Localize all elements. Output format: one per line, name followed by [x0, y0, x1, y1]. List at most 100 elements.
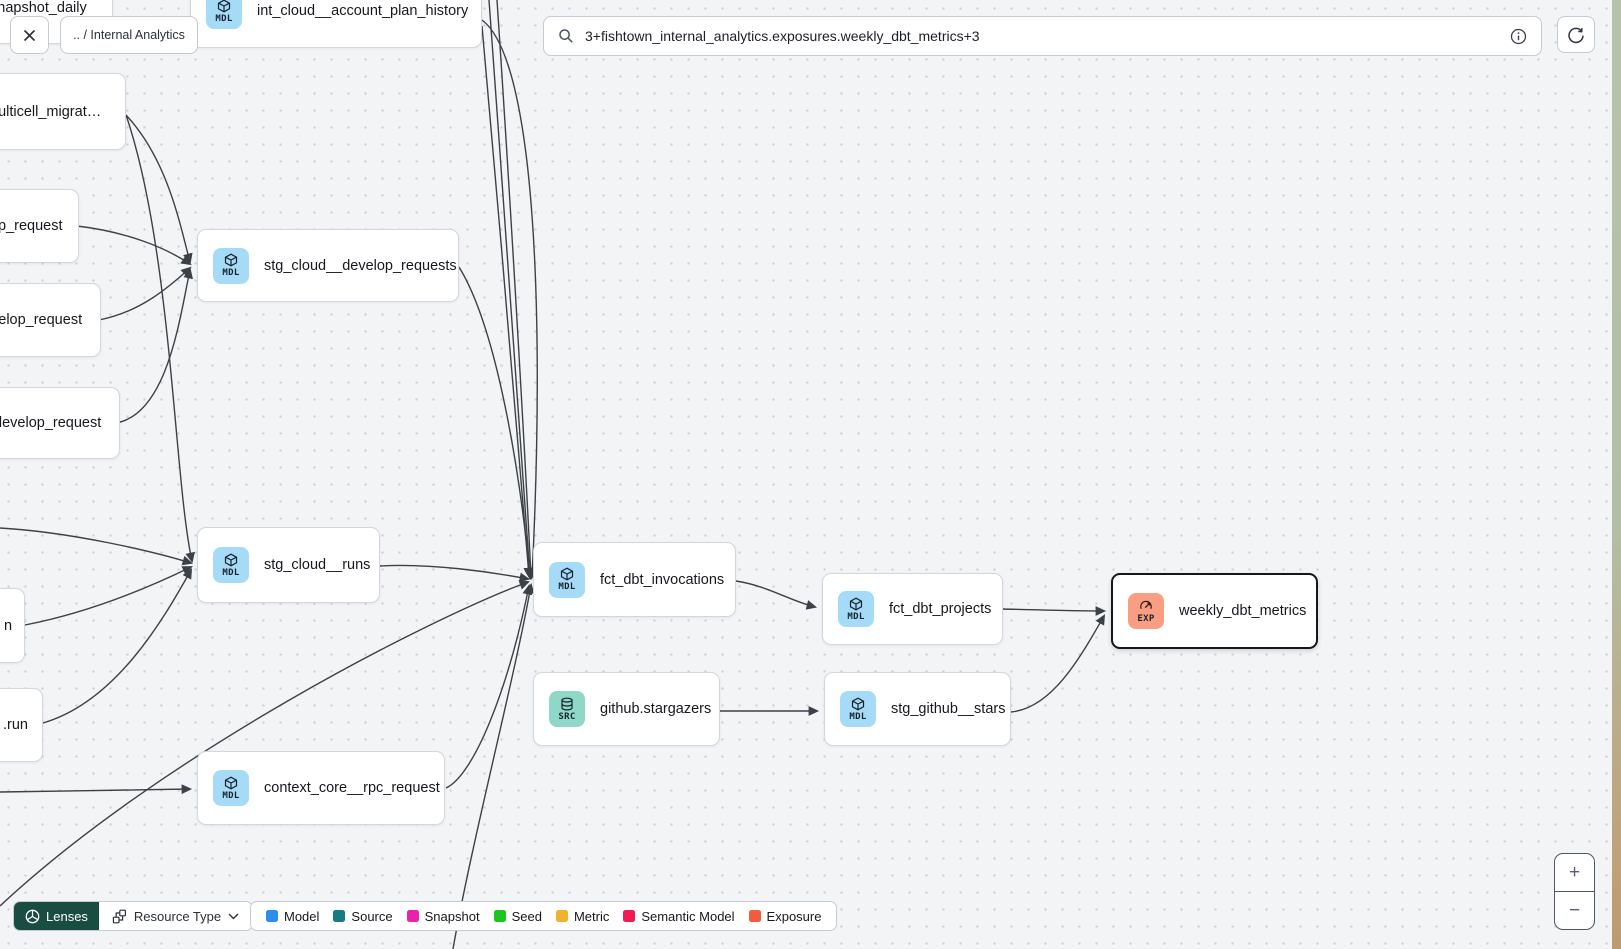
close-button[interactable]: [10, 16, 49, 54]
legend-swatch: [623, 910, 636, 922]
close-icon: [23, 29, 36, 41]
edge-offscreen_top_2-to-fct_dbt_invocations: [496, 0, 536, 581]
search-icon: [559, 29, 573, 43]
search-bar[interactable]: [543, 16, 1542, 56]
model-badge: MDL: [213, 770, 249, 806]
info-icon[interactable]: [1510, 28, 1527, 45]
resource-type-legend: Model Source Snapshot Seed Metric Semantic Mo…: [250, 901, 838, 931]
edge-fct_dbt_projects-to-weekly_dbt_metrics: [1002, 606, 1107, 616]
node-n_partial[interactable]: MDLn: [0, 588, 25, 663]
legend-item-source: Source: [333, 909, 393, 924]
lens-icon: [25, 909, 40, 923]
legend-label: Seed: [511, 908, 542, 924]
node-develop_request[interactable]: MDL.develop_request: [0, 387, 120, 459]
node-label: snapshot_daily: [0, 0, 87, 16]
resource-type-icon: [112, 909, 126, 923]
model-badge: MDL: [213, 247, 249, 284]
badge-code: EXP: [1137, 613, 1155, 624]
lenses-bar: Lenses Resource Type: [13, 901, 254, 931]
node-label: weekly_dbt_metrics: [1179, 603, 1307, 619]
node-label: fct_dbt_projects: [889, 601, 992, 617]
legend-swatch: [493, 910, 506, 922]
legend-swatch: [748, 910, 761, 922]
legend-label: Snapshot: [424, 908, 480, 924]
edge-n_partial-to-stg_cloud__runs: [24, 566, 193, 626]
node-label: stg_cloud__develop_requests: [264, 257, 457, 274]
edge-multicell_migrat-to-stg_cloud__develop_requests: [125, 114, 193, 265]
edge-int_cloud__account_plan_history-to-fct_dbt_invocations: [481, 19, 538, 580]
legend-item-metric: Metric: [555, 909, 609, 924]
node-weekly_dbt_metrics[interactable]: EXP weekly_dbt_metrics: [1111, 573, 1318, 649]
zoom-in-button[interactable]: +: [1555, 854, 1594, 892]
node-label: fct_dbt_invocations: [600, 571, 725, 588]
badge-code: MDL: [222, 567, 240, 578]
node-p_request[interactable]: MDLp_request: [0, 189, 79, 263]
node-label: velop_request: [0, 312, 83, 328]
refresh-button[interactable]: [1557, 16, 1595, 53]
cube-icon: [224, 253, 238, 267]
refresh-icon: [1568, 27, 1584, 43]
resource-type-label: Resource Type: [133, 908, 222, 924]
node-label: multicell_migrat…: [0, 103, 102, 120]
node-label: p_request: [0, 218, 63, 234]
node-label: .run: [3, 717, 28, 733]
node-fct_dbt_projects[interactable]: MDL fct_dbt_projects: [822, 573, 1003, 645]
edge-context_core__rpc_request-to-fct_dbt_invocations: [445, 583, 533, 789]
node-int_cloud__account_plan_history[interactable]: MDL int_cloud__account_plan_history: [190, 0, 482, 48]
model-badge: MDL: [840, 691, 876, 727]
zoom-controls: + −: [1554, 853, 1595, 930]
exposure-badge: EXP: [1128, 593, 1164, 629]
edge-p_request-to-stg_cloud__develop_requests: [76, 225, 192, 266]
edge-velop_request-to-stg_cloud__develop_requests: [98, 266, 192, 321]
badge-code: MDL: [215, 13, 233, 24]
cube-icon: [560, 567, 574, 581]
model-badge: MDL: [549, 561, 585, 598]
cube-icon: [217, 0, 231, 13]
gauge-icon: [1139, 599, 1153, 613]
node-stg_cloud__develop_requests[interactable]: MDL stg_cloud__develop_requests: [197, 229, 459, 302]
lenses-button[interactable]: Lenses: [14, 902, 99, 930]
legend-swatch: [266, 910, 278, 922]
model-badge: MDL: [838, 591, 874, 627]
edge-fct_dbt_invocations-to-fct_dbt_projects: [735, 580, 818, 610]
badge-code: MDL: [222, 790, 240, 801]
node-label: n: [4, 617, 13, 634]
badge-code: MDL: [558, 582, 576, 592]
node-multicell_migrat[interactable]: MDLmulticell_migrat…: [0, 73, 126, 150]
badge-code: MDL: [849, 711, 867, 722]
database-icon: [560, 697, 574, 711]
cube-icon: [851, 697, 865, 711]
chevron-down-icon: [228, 913, 239, 919]
cube-icon: [224, 776, 238, 790]
badge-code: MDL: [847, 611, 865, 622]
edge-offscreen_top_1-to-fct_dbt_invocations: [488, 0, 535, 580]
zoom-out-button[interactable]: −: [1568, 899, 1581, 921]
edge-stg_github__stars-to-weekly_dbt_metrics: [1010, 614, 1106, 713]
legend-swatch: [333, 910, 346, 922]
edge-stg_cloud__develop_requests-to-fct_dbt_invocations: [458, 266, 535, 581]
cube-icon: [224, 553, 238, 567]
node-run_partial[interactable]: MDL.run: [0, 688, 43, 762]
edge-stg_cloud__runs-to-fct_dbt_invocations: [379, 564, 531, 583]
legend-item-model: Model: [266, 909, 319, 924]
search-input[interactable]: [583, 27, 1501, 45]
breadcrumb-label: .. / Internal Analytics: [73, 28, 185, 42]
node-velop_request[interactable]: MDLvelop_request: [0, 283, 101, 357]
resource-type-dropdown[interactable]: Resource Type: [99, 902, 252, 930]
node-fct_dbt_invocations[interactable]: MDL fct_dbt_invocations: [533, 542, 736, 617]
edge-offscreen_bottom-to-fct_dbt_invocations: [452, 582, 535, 949]
edge-run_partial-to-stg_cloud__runs: [42, 568, 193, 724]
legend-item-exposure: Exposure: [748, 908, 822, 924]
legend-item-semantic-model: Semantic Model: [623, 909, 735, 924]
cube-icon: [849, 597, 863, 611]
edge-offscreen_bottom_left-to-fct_dbt_invocations: [0, 580, 530, 907]
legend-label: Exposure: [766, 908, 822, 924]
breadcrumb[interactable]: .. / Internal Analytics: [60, 16, 198, 54]
node-label: int_cloud__account_plan_history: [257, 3, 469, 19]
